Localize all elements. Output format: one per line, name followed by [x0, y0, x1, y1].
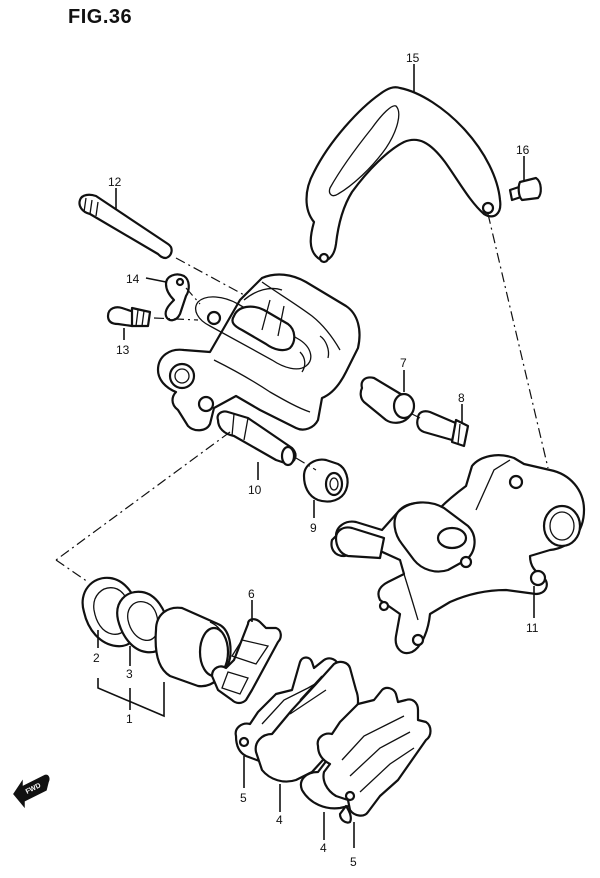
callout-2: 2: [93, 651, 100, 665]
part-12-slide-pin: [78, 193, 173, 260]
callout-3: 3: [126, 667, 133, 681]
callout-5-rear: 5: [350, 855, 357, 869]
part-9-rubber-boot: [302, 458, 349, 503]
callout-12: 12: [108, 175, 122, 189]
part-6-pad-spring: [210, 618, 282, 705]
callout-4-rear: 4: [320, 841, 327, 855]
callout-4-front: 4: [276, 813, 283, 827]
figure-title: FIG.36: [68, 6, 133, 28]
callout-8: 8: [458, 391, 465, 405]
assembly-lines: [55, 213, 549, 583]
callout-1: 1: [126, 712, 133, 726]
leader-lines: [97, 64, 535, 848]
part-15-caliper-hanger: [305, 86, 502, 264]
callout-13: 13: [116, 343, 130, 357]
callout-7: 7: [400, 356, 407, 370]
callout-16: 16: [516, 143, 530, 157]
part-13-bleeder-valve: [106, 306, 152, 328]
callout-10: 10: [248, 483, 262, 497]
part-14-cap: [164, 273, 190, 322]
part-8-bolt: [416, 410, 470, 448]
callout-9: 9: [310, 521, 317, 535]
part-10-slide-pin: [216, 410, 297, 467]
callout-14: 14: [126, 272, 140, 286]
part-11-support-bracket: [330, 454, 586, 655]
part-16-bolt: [508, 176, 542, 202]
piston: [154, 606, 232, 688]
callout-11: 11: [526, 621, 539, 635]
part-4-brake-pad-a: [254, 660, 360, 783]
fwd-arrow-icon: FWD: [13, 774, 50, 809]
caliper-body: [156, 273, 361, 432]
callout-15: 15: [406, 51, 420, 65]
part-5-pad-backing-plate-b: [316, 686, 432, 824]
callout-6: 6: [248, 587, 255, 601]
callout-labels: 15 16 12 14 13 7 8 10 9 11 6 2 3 1 5 4 4…: [93, 51, 539, 869]
part-7-sleeve: [359, 376, 416, 424]
callout-5-front: 5: [240, 791, 247, 805]
